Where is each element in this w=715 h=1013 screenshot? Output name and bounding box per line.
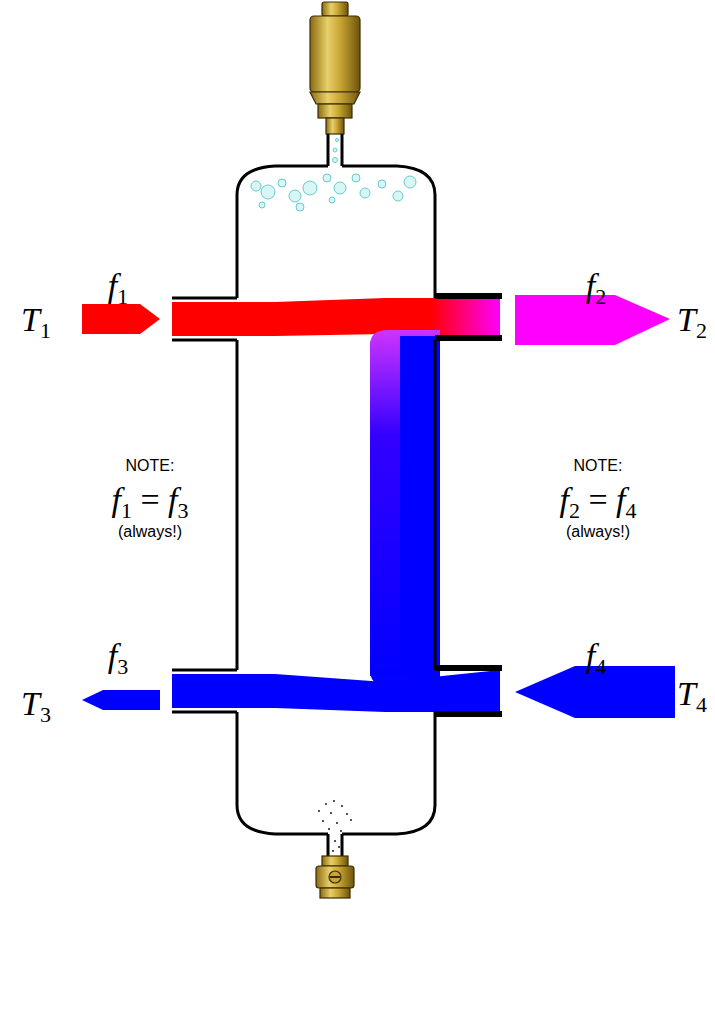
flow-symbol: f3 [108,639,128,673]
temperature-symbol: T1 [21,303,51,337]
temperature-symbol: T4 [677,677,707,711]
cold-return [172,670,500,712]
temperature-symbol: T3 [21,687,51,721]
temperature-symbol: T2 [677,303,707,337]
air-vent [310,2,360,134]
note-equation: f2 = f4 [559,483,636,517]
flow-symbol: f2 [586,269,606,303]
sediment [318,800,352,852]
flow-symbol: f4 [586,639,606,673]
cold-bypass-edge [370,332,400,676]
note-heading: NOTE: [126,458,175,474]
cold-bypass [370,330,440,690]
note-equation: f1 = f3 [111,483,188,517]
vent-neck [328,134,342,166]
note-remark: (always!) [118,524,182,540]
cold-bypass-core [400,336,440,676]
air-bubbles [251,139,416,212]
note-remark: (always!) [566,524,630,540]
right-nozzles [435,296,502,714]
drain-valve [316,856,354,898]
flow-symbol: f1 [108,269,128,303]
outlet-arrow-t3 [82,690,160,710]
mixed-flow [430,298,500,336]
note-heading: NOTE: [574,458,623,474]
vessel-shell [172,166,435,834]
drain-neck [328,834,342,856]
